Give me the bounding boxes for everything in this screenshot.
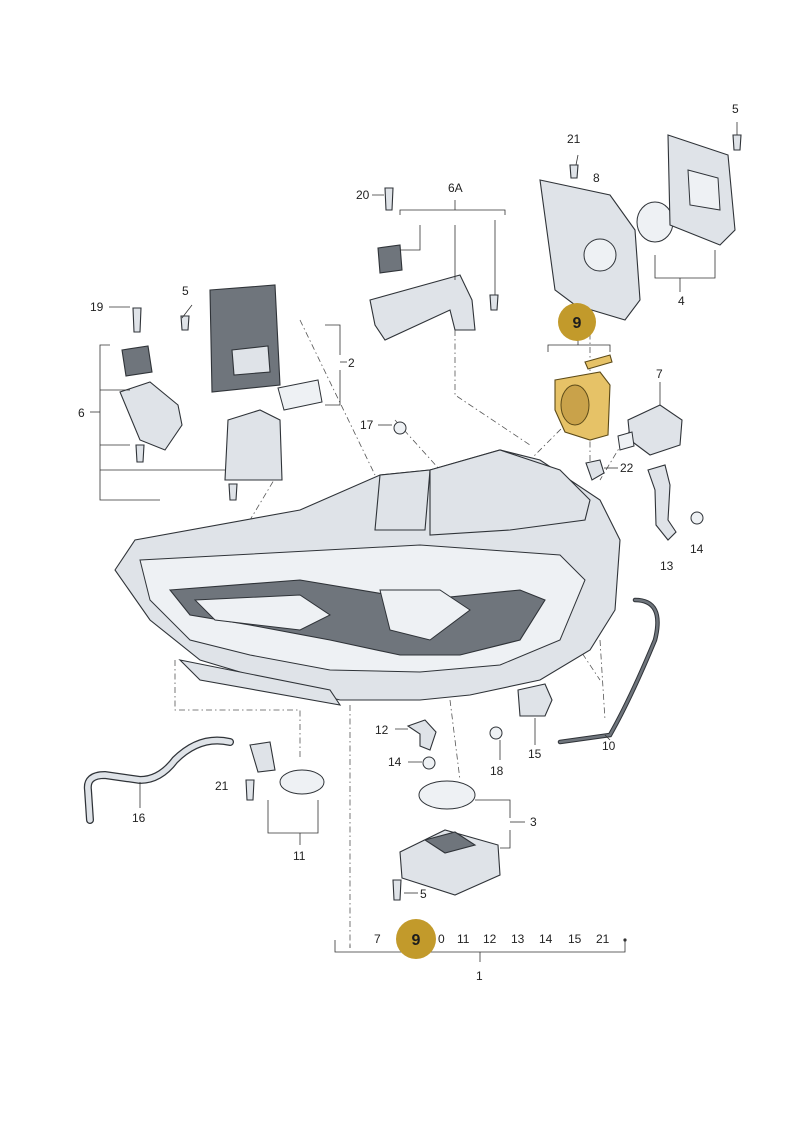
callout-16: 16 (132, 811, 146, 825)
bottom-row-numbers: 7 0 11 12 13 14 15 21 (374, 932, 610, 946)
callout-17: 17 (360, 418, 374, 432)
callout-14a: 14 (690, 542, 704, 556)
callout-5b: 5 (182, 284, 189, 298)
callout-5c: 5 (420, 887, 427, 901)
bottom-row-item: 11 (457, 932, 470, 946)
callout-14b: 14 (388, 755, 402, 769)
callout-3: 3 (530, 815, 537, 829)
callout-6: 6 (78, 406, 85, 420)
callout-15: 15 (528, 747, 542, 761)
callout-5a: 5 (732, 102, 739, 116)
bottom-row-item: 15 (568, 932, 582, 946)
bottom-badge-part-9[interactable]: 9 (396, 919, 436, 959)
callout-13: 13 (660, 559, 674, 573)
fasteners (109, 122, 742, 901)
callout-12: 12 (375, 723, 389, 737)
callout-22: 22 (620, 461, 634, 475)
bottom-row-item: 12 (483, 932, 497, 946)
part-2-control-module (209, 284, 347, 411)
highlight-badge-part-9[interactable]: 9 (558, 303, 596, 341)
callout-8: 8 (593, 171, 600, 185)
callout-4: 4 (678, 294, 685, 308)
bottom-row-item: 21 (596, 932, 610, 946)
part-7-bulb (617, 382, 683, 456)
callout-19: 19 (90, 300, 104, 314)
callout-1: 1 (476, 969, 483, 983)
bottom-row-item: 7 (374, 932, 381, 946)
part-6A-upper-bracket (369, 200, 506, 341)
part-3-ballast (399, 780, 525, 896)
callout-labels: 1 2 3 4 5 5 5 6 6A 7 8 10 11 12 13 14 14… (78, 102, 739, 983)
callout-7: 7 (656, 367, 663, 381)
bottom-row-item: 13 (511, 932, 525, 946)
callout-21a: 21 (567, 132, 581, 146)
callout-20: 20 (356, 188, 370, 202)
parts-lower-right (395, 597, 660, 770)
badge-label: 9 (412, 932, 421, 949)
part-6-bracket-group (90, 344, 283, 501)
badge-label: 9 (573, 315, 582, 332)
part-8-and-4-plates (539, 134, 736, 321)
callout-10: 10 (602, 739, 616, 753)
bottom-row-item: 0 (438, 932, 445, 946)
callout-6A: 6A (448, 181, 463, 195)
parts-13-14-22 (585, 459, 704, 541)
part-9-highlighted (547, 335, 613, 441)
callout-18: 18 (490, 764, 504, 778)
part-17-screw (378, 421, 407, 435)
callout-21b: 21 (215, 779, 229, 793)
headlight-housing (114, 449, 621, 706)
callout-11: 11 (293, 849, 306, 863)
part-1-bottom-bracket (334, 938, 627, 962)
part-16-hose (83, 736, 234, 824)
part-11-connector-group (249, 741, 325, 845)
callout-2: 2 (348, 356, 355, 370)
bottom-row-item: 14 (539, 932, 553, 946)
